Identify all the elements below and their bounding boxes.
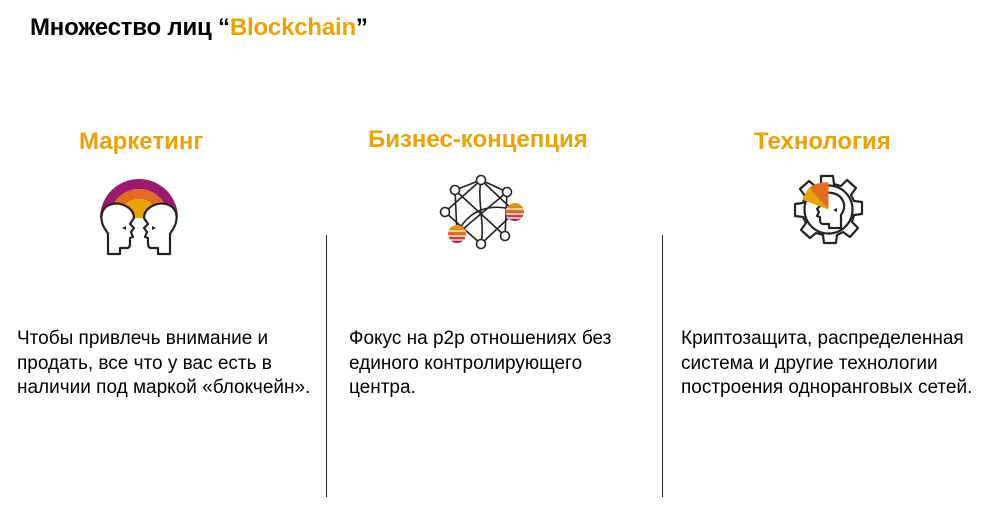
title-highlight: Blockchain xyxy=(229,14,356,41)
column-body-business: Фокус на p2p отношениях без единого конт… xyxy=(349,328,612,398)
column-heading-marketing: Маркетинг xyxy=(79,128,204,155)
column-body-marketing: Чтобы привлечь внимание и продать, все ч… xyxy=(17,328,311,398)
column-body-technology: Криптозащита, распределенная система и д… xyxy=(681,328,973,398)
slide-title: Множество лиц “Blockchain” xyxy=(30,14,368,42)
column-heading-technology: Технология xyxy=(754,128,891,155)
column-divider xyxy=(326,235,327,497)
two-faces-rainbow-icon xyxy=(98,176,180,263)
title-suffix: ” xyxy=(355,14,368,41)
gear-head-icon xyxy=(779,168,875,263)
p2p-network-icon xyxy=(437,172,529,259)
column-divider xyxy=(662,235,663,497)
title-prefix: Множество лиц “ xyxy=(30,14,230,41)
column-heading-business: Бизнес-концепция xyxy=(368,126,588,153)
